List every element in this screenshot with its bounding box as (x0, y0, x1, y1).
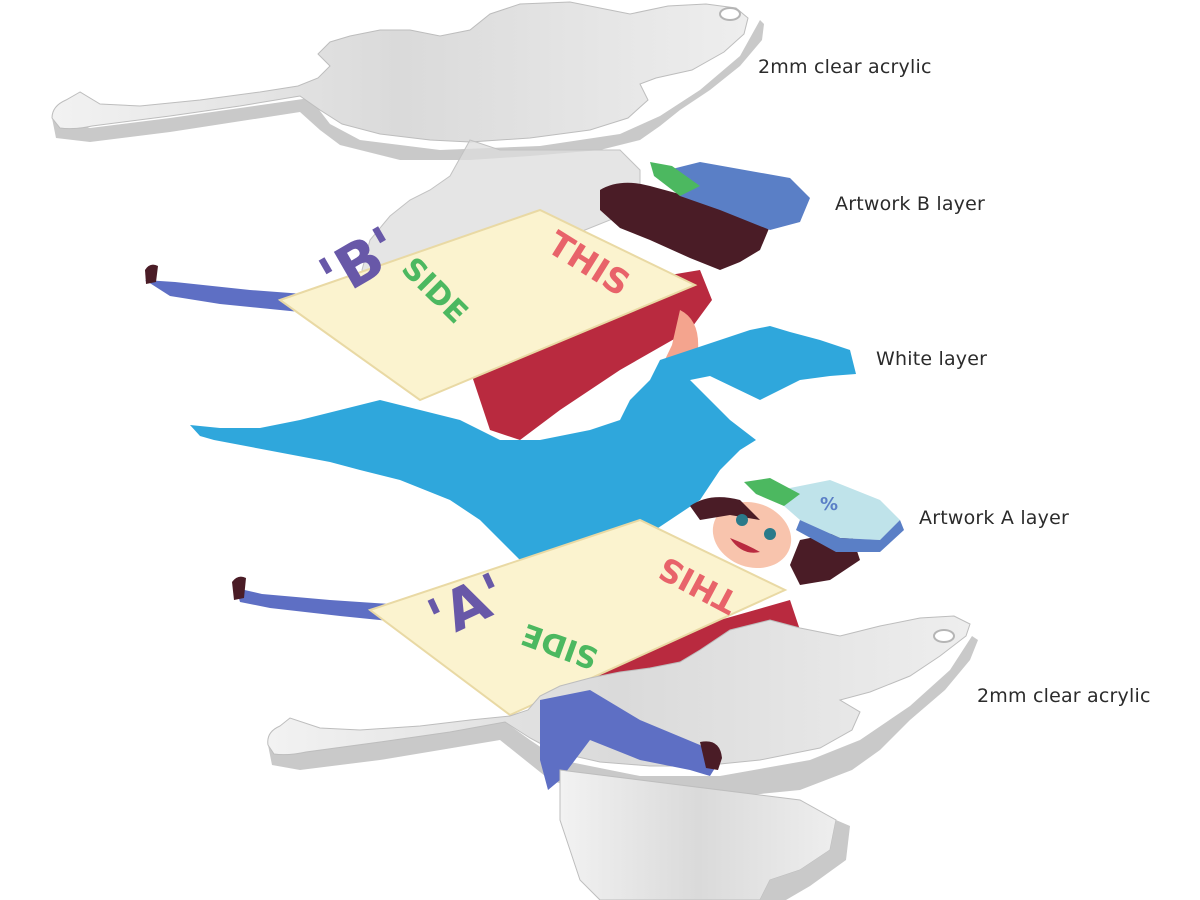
shoe-b (145, 264, 158, 284)
sign-board-a (367, 518, 788, 717)
shoe-a-lower (700, 741, 722, 770)
keyring-hole-top (719, 7, 741, 21)
mouth-a (730, 538, 760, 553)
layer-label-artwork-b: Artwork B layer (835, 193, 986, 215)
sign-board-b (277, 208, 698, 402)
face-a (712, 501, 792, 569)
white-layer (190, 326, 856, 632)
cap-a-symbol: % (820, 494, 838, 515)
acrylic-layer-bottom (267, 615, 978, 900)
layer-label-white: White layer (876, 348, 988, 370)
cap-a-brim (744, 478, 800, 506)
sign-body-b (470, 270, 712, 440)
hair-b (600, 182, 770, 270)
hair-a (690, 497, 860, 585)
keyring-hole-bottom (933, 629, 955, 643)
layer-label-artwork-a: Artwork A layer (919, 507, 1069, 529)
shoe-a (232, 576, 246, 600)
cap-b (660, 162, 810, 230)
acrylic-face-top (51, 1, 749, 143)
leg-a (236, 588, 400, 622)
artwork-b-layer: THIS SIDE 'B' (145, 162, 810, 440)
layer-label-bottom-acrylic: 2mm clear acrylic (977, 685, 1151, 707)
cap-brim-b (650, 162, 700, 196)
eye-a-right (764, 528, 776, 540)
cap-a (780, 480, 900, 540)
acrylic-face-bottom (267, 615, 971, 767)
leg-a-lower (540, 690, 720, 790)
white-layer-shape (190, 326, 856, 632)
cap-a-band (796, 520, 904, 552)
layer-label-top-acrylic: 2mm clear acrylic (758, 56, 932, 78)
eye-a-left (736, 514, 748, 526)
acrylic-body-bottom-edge (760, 820, 850, 900)
